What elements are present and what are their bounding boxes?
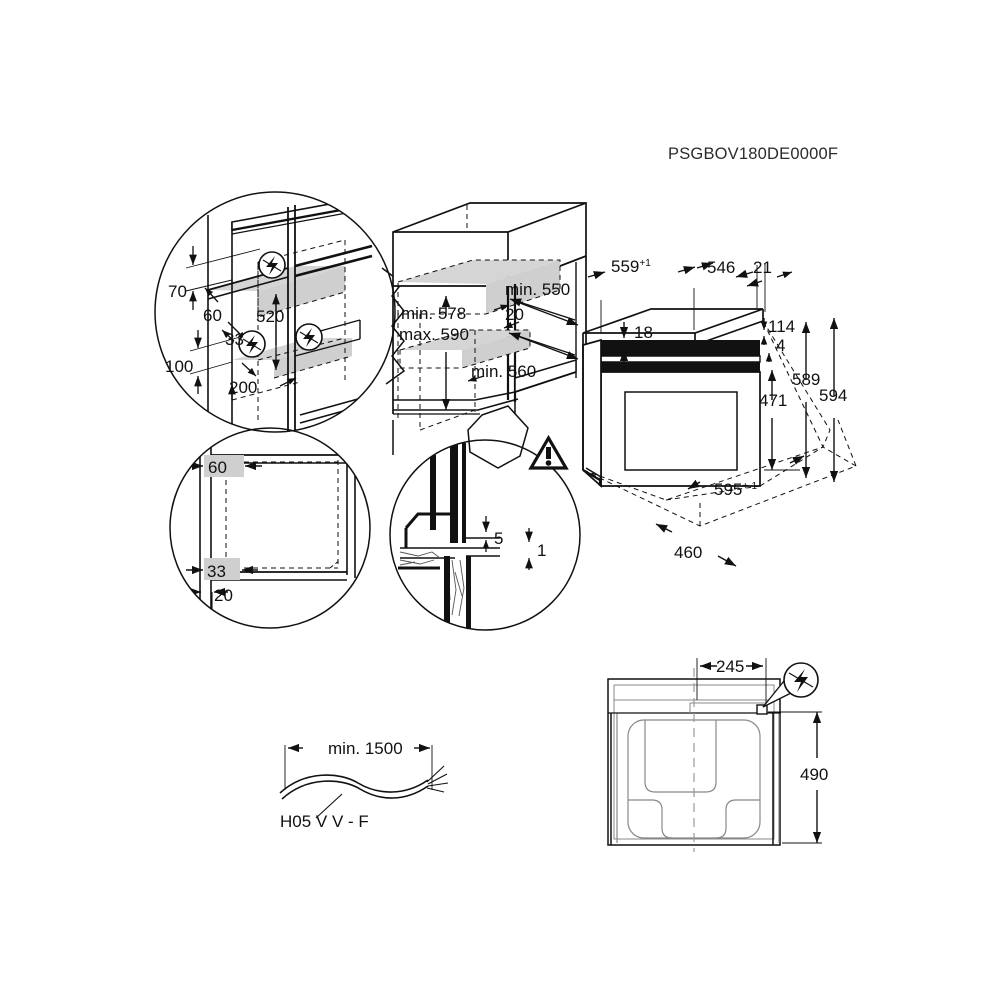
dimension-245 bbox=[696, 658, 767, 704]
dimension-471 bbox=[764, 370, 800, 471]
cable-length-label: min. 1500 bbox=[328, 739, 403, 758]
dimension-70 bbox=[185, 246, 261, 310]
dimension-595 bbox=[687, 455, 805, 490]
dimension-label-18: 18 bbox=[634, 323, 653, 342]
power-cable-spec: min. 1500 H05 V V - F bbox=[279, 739, 449, 831]
dimension-100 bbox=[189, 330, 241, 394]
warning-triangle-icon bbox=[528, 434, 569, 470]
cabinet-niche-view: min. 578 max. 590 min. 550 20 min. 560 bbox=[392, 202, 587, 455]
dimension-label-70: 70 bbox=[168, 282, 187, 301]
cable-type-label: H05 V V - F bbox=[280, 812, 369, 831]
dimension-label-max590: max. 590 bbox=[399, 325, 469, 344]
highlight-box-60 bbox=[204, 455, 244, 477]
oven-rear-view: 245 490 bbox=[607, 657, 828, 852]
electrical-bolt-icon bbox=[295, 323, 323, 351]
dimension-460 bbox=[655, 523, 737, 567]
callout-connector-worktop bbox=[467, 405, 529, 469]
dimension-label-114: 114 bbox=[768, 317, 795, 336]
dimension-label-21: 21 bbox=[753, 258, 772, 277]
oven-isometric-view: 559+1 546 21 18 114 4 471 589 594 595+-1… bbox=[582, 257, 857, 567]
dimension-label-594: 594 bbox=[819, 386, 847, 405]
detail-worktop-clearance: 5 1 bbox=[389, 434, 581, 631]
dimension-label-589: 589 bbox=[792, 370, 820, 389]
dimension-label-595: 595+-1 bbox=[714, 480, 758, 499]
dimension-21 bbox=[746, 264, 793, 312]
dimension-label-60-gap: 60 bbox=[208, 458, 227, 477]
dimension-min550 bbox=[509, 298, 579, 326]
dimension-546 bbox=[696, 262, 758, 308]
dimension-label-min578: min. 578 bbox=[401, 304, 466, 323]
detail-circle-outline bbox=[154, 191, 396, 433]
dimension-label-60: 60 bbox=[203, 306, 222, 325]
callout-connector bbox=[381, 267, 406, 385]
dimension-490 bbox=[768, 711, 822, 844]
dimension-label-245: 245 bbox=[716, 657, 744, 676]
dimension-559 bbox=[587, 266, 696, 333]
detail-front-gap: 60 33 20 bbox=[169, 427, 371, 629]
dimension-label-4: 4 bbox=[776, 336, 785, 355]
dimension-label-5: 5 bbox=[494, 529, 503, 548]
dimension-200 bbox=[228, 377, 297, 400]
dimension-min560 bbox=[467, 332, 579, 382]
dimension-label-490: 490 bbox=[800, 765, 828, 784]
dimension-label-33: 33 bbox=[225, 330, 244, 349]
dimension-label-200: 200 bbox=[229, 378, 257, 397]
dimension-label-546: 546 bbox=[707, 258, 735, 277]
dimension-label-520: 520 bbox=[256, 307, 284, 326]
dimension-label-559: 559+1 bbox=[611, 257, 651, 276]
dimension-label-min560: min. 560 bbox=[471, 362, 536, 381]
detail-circle-outline bbox=[169, 427, 371, 629]
dimension-label-471: 471 bbox=[759, 391, 787, 410]
detail-niche-electrical: 70 60 520 33 100 200 bbox=[154, 191, 396, 433]
detail-circle-outline bbox=[389, 439, 581, 631]
electrical-bolt-icon bbox=[258, 251, 286, 279]
page-title: PSGBOV180DE0000F bbox=[668, 145, 839, 163]
dimension-20-niche bbox=[493, 304, 520, 329]
dimension-label-100: 100 bbox=[165, 357, 193, 376]
electrical-bolt-icon bbox=[238, 330, 266, 358]
dimension-label-20-niche: 20 bbox=[505, 305, 524, 324]
dimension-label-460: 460 bbox=[674, 543, 702, 562]
dimension-label-20-gap: 20 bbox=[214, 586, 233, 605]
dimension-label-min550: min. 550 bbox=[505, 280, 570, 299]
dimension-label-1: 1 bbox=[537, 541, 546, 560]
highlight-box-33 bbox=[204, 558, 240, 580]
electrical-bolt-icon bbox=[762, 662, 819, 708]
dimension-label-33-gap: 33 bbox=[207, 562, 226, 581]
